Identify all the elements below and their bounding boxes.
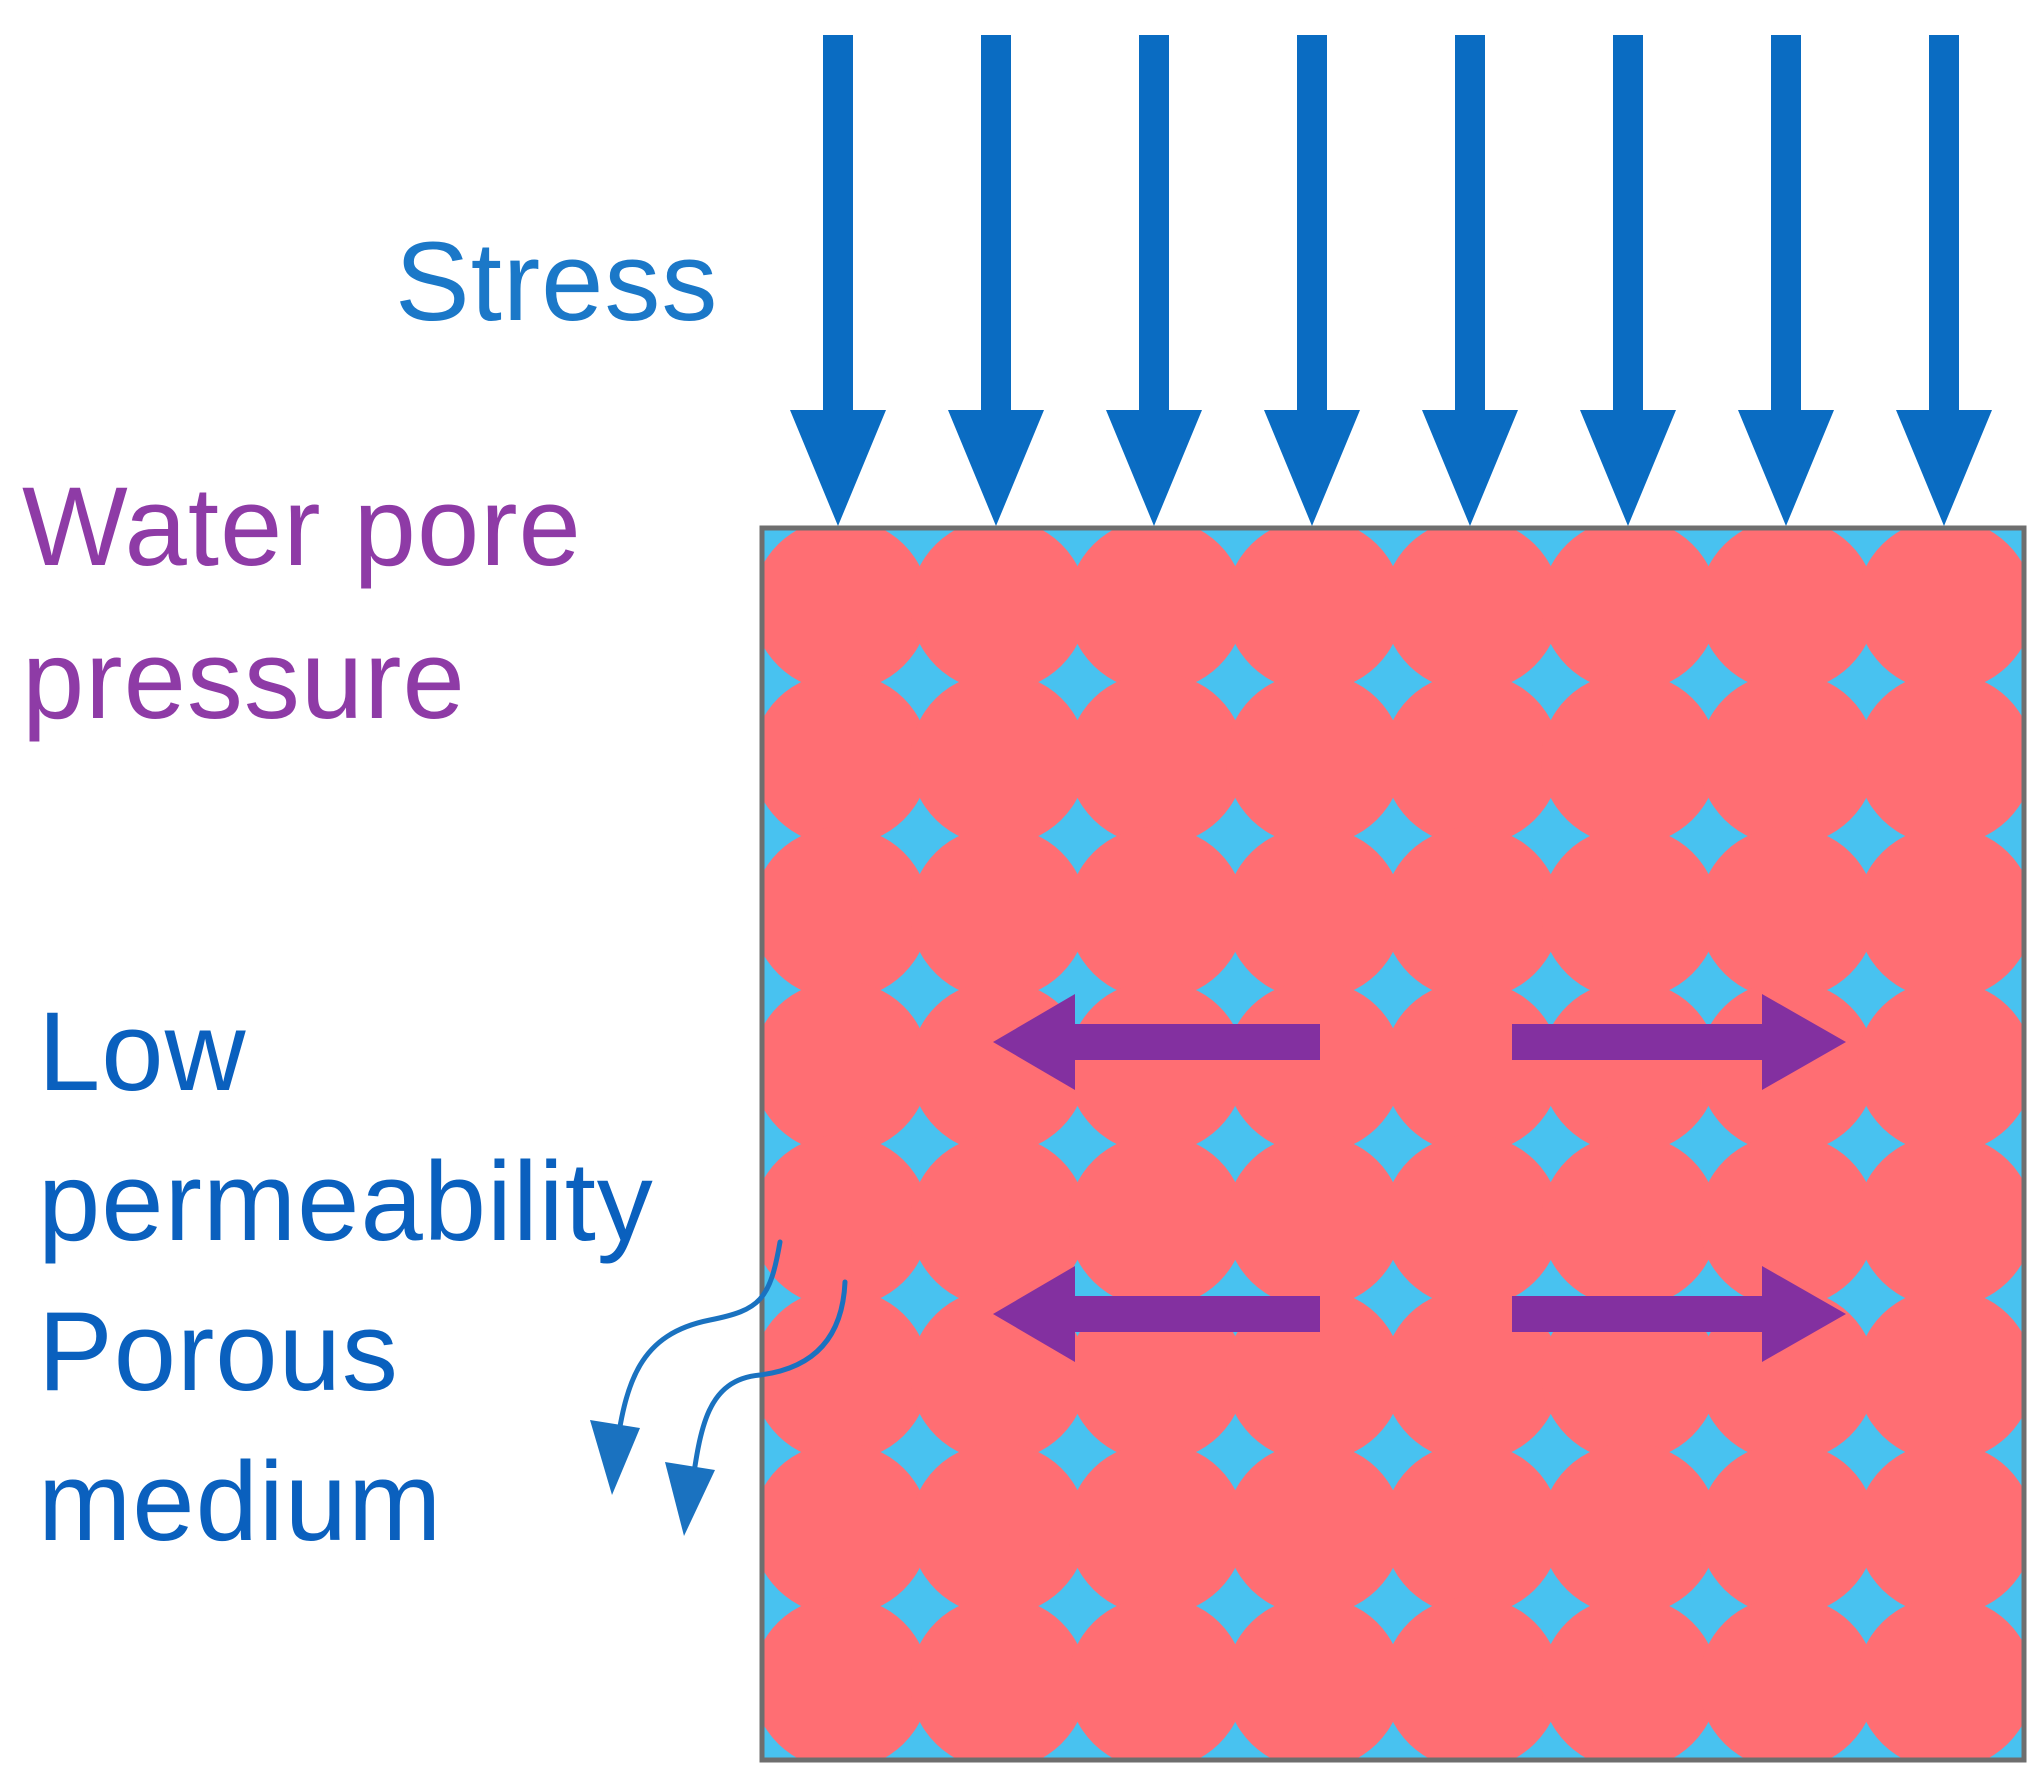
soil-grain (1225, 1596, 1403, 1760)
soil-grain (1541, 980, 1718, 1154)
soil-grain (910, 672, 1087, 846)
soil-grain (1225, 528, 1403, 692)
soil-grain (910, 1596, 1087, 1760)
stress-arrow (1738, 35, 1834, 526)
soil-grain (762, 1596, 930, 1760)
stress-arrow (1422, 35, 1518, 526)
soil-grain (1383, 528, 1561, 692)
soil-grain (1225, 1442, 1403, 1616)
porous-medium-label-line2: medium (38, 1439, 442, 1564)
soil-grain (762, 528, 930, 692)
soil-grain (1856, 1596, 2024, 1760)
soil-grain (1383, 980, 1561, 1154)
soil-grain (1699, 1134, 1876, 1308)
soil-grain (910, 528, 1087, 692)
soil-grain (1541, 1134, 1718, 1308)
soil-grain (1068, 980, 1245, 1154)
soil-grain (1856, 1134, 2024, 1308)
soil-grain (1856, 672, 2024, 846)
stress-arrow (1106, 35, 1202, 526)
soil-grain (1383, 1596, 1561, 1760)
soil-grain (1699, 1442, 1876, 1616)
soil-grain (1699, 826, 1876, 1000)
water-pore-pressure-label-line1: Water pore (22, 464, 582, 589)
soil-grain (1068, 826, 1245, 1000)
soil-grain (1541, 1442, 1718, 1616)
pore-pressure-arrow-right (1512, 994, 1846, 1090)
soil-grain (1383, 1442, 1561, 1616)
soil-grain (1068, 1442, 1245, 1616)
soil-grain (1699, 672, 1876, 846)
soil-grain (1856, 528, 2024, 692)
soil-grain (762, 672, 930, 846)
soil-grain (1383, 672, 1561, 846)
soil-grain (1856, 1288, 2024, 1462)
seepage-arrows (590, 1239, 848, 1536)
soil-grain (1068, 1596, 1245, 1760)
stress-arrow (1580, 35, 1676, 526)
soil-grain (910, 1134, 1087, 1308)
soil-grain (1541, 826, 1718, 1000)
soil-grain (1225, 826, 1403, 1000)
soil-grain (762, 980, 930, 1154)
seepage-arrow (590, 1239, 783, 1495)
stress-arrow (790, 35, 886, 526)
low-permeability-label-line1: Low (38, 989, 247, 1114)
soil-grain (1541, 672, 1718, 846)
soil-grain (762, 1288, 930, 1462)
soil-grain (1225, 672, 1403, 846)
soil-grain (1856, 826, 2024, 1000)
medium-border (759, 525, 2027, 1763)
soil-grain (1699, 1596, 1876, 1760)
soil-grain (1383, 826, 1561, 1000)
stress-arrows (790, 35, 1992, 526)
soil-grain (1541, 1596, 1718, 1760)
porous-medium-label-line1: Porous (38, 1289, 399, 1414)
soil-grain (1068, 1134, 1245, 1308)
soil-grain (1541, 528, 1718, 692)
stress-arrow (1264, 35, 1360, 526)
soil-grain (762, 1134, 930, 1308)
soil-grain (1856, 980, 2024, 1154)
soil-grain (1068, 528, 1245, 692)
stress-arrow (948, 35, 1044, 526)
soil-grain (1068, 672, 1245, 846)
pore-pressure-arrows (993, 994, 1846, 1362)
water-pore-pressure-label-line2: pressure (22, 617, 466, 742)
soil-grain (1856, 1442, 2024, 1616)
porous-medium-block (759, 525, 2027, 1763)
soil-grain (1699, 528, 1876, 692)
soil-grain (910, 1442, 1087, 1616)
soil-grain (1225, 1134, 1403, 1308)
pore-pressure-arrow-right (1512, 1266, 1846, 1362)
pore-pressure-arrow-left (993, 994, 1320, 1090)
low-permeability-label-line2: permeability (38, 1139, 654, 1264)
soil-grain (762, 1442, 930, 1616)
stress-label: Stress (395, 219, 718, 344)
soil-grains (762, 528, 2024, 1760)
soil-grain (762, 826, 930, 1000)
soil-grain (910, 826, 1087, 1000)
soil-grain (1383, 1134, 1561, 1308)
seepage-arrow (665, 1279, 848, 1536)
pore-pressure-arrow-left (993, 1266, 1320, 1362)
soil-grain (1225, 980, 1403, 1154)
stress-arrow (1896, 35, 1992, 526)
